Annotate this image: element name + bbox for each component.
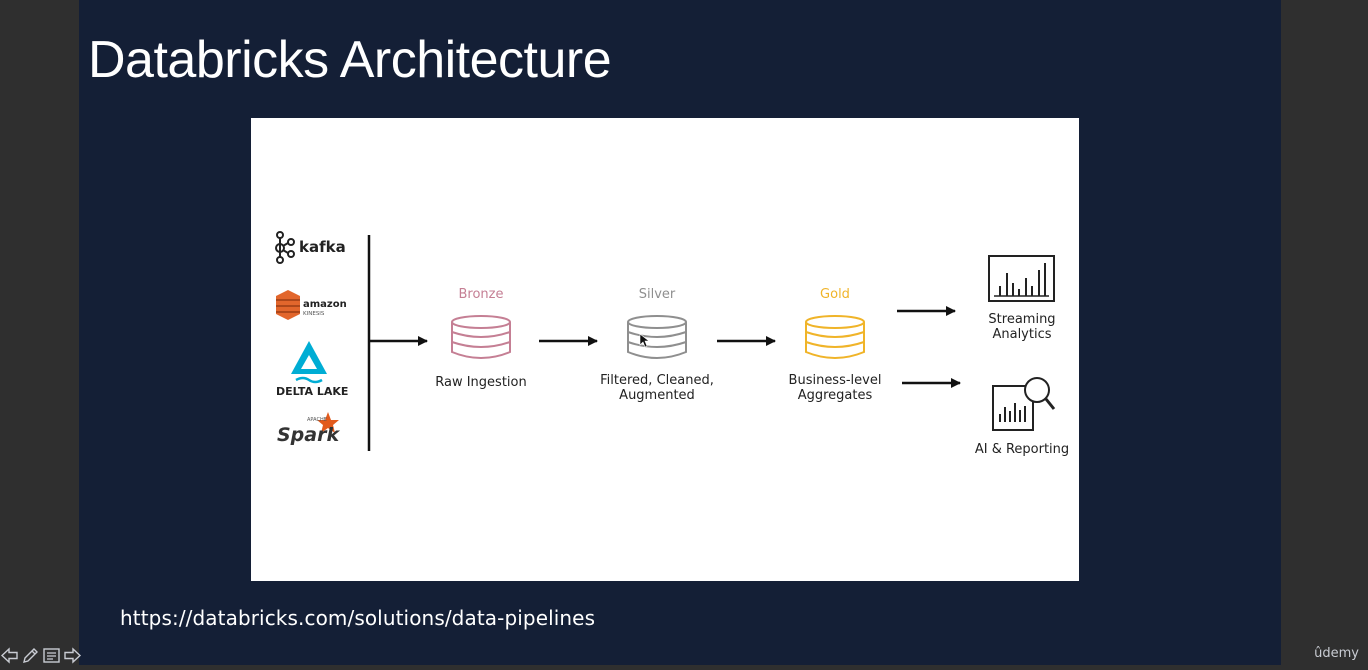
next-slide-icon[interactable] [63, 646, 82, 665]
gold-tier-label: Gold [820, 287, 850, 302]
kafka-label: kafka [299, 238, 346, 256]
output-streaming-analytics: Streaming Analytics [988, 255, 1056, 342]
stage-gold: Gold Business-level Aggregates [789, 287, 882, 403]
output-ai-reporting: AI & Reporting [975, 377, 1069, 457]
bar-chart-icon [988, 255, 1055, 302]
slide: Databricks Architecture kafka [79, 0, 1281, 665]
streaming-analytics-label-line-1: Streaming [988, 312, 1055, 327]
streaming-analytics-label-line-2: Analytics [992, 327, 1051, 342]
kinesis-label: KINESIS [303, 311, 325, 317]
udemy-watermark: ûdemy [1314, 646, 1359, 661]
bronze-tier-label: Bronze [459, 287, 504, 302]
gold-caption-line-1: Business-level [789, 373, 882, 388]
ai-reporting-label: AI & Reporting [975, 442, 1069, 457]
stage-silver: Silver Filtered, Cleaned, Augmented [600, 287, 714, 403]
slide-menu-icon[interactable] [42, 646, 61, 665]
silver-caption-line-1: Filtered, Cleaned, [600, 373, 714, 388]
previous-slide-icon[interactable] [0, 646, 19, 665]
kafka-logo: kafka [275, 231, 346, 264]
spark-label: Spark [277, 424, 340, 446]
slide-nav-controls [0, 646, 82, 665]
source-url-link[interactable]: https://databricks.com/solutions/data-pi… [120, 606, 596, 630]
slide-title: Databricks Architecture [88, 31, 612, 89]
diagram-canvas: kafka amazon KINESIS DELTA LAKE APACHE S [275, 231, 1069, 457]
apache-label: APACHE [307, 417, 327, 423]
amazon-label: amazon [303, 299, 347, 310]
chart-magnifier-icon [992, 377, 1056, 431]
mouse-cursor-icon [639, 333, 650, 348]
silver-caption-line-2: Augmented [619, 388, 695, 403]
apache-spark-logo: APACHE Spark [277, 412, 340, 446]
bronze-caption: Raw Ingestion [435, 375, 526, 390]
architecture-diagram: kafka amazon KINESIS DELTA LAKE APACHE S [251, 118, 1079, 581]
silver-database-icon [627, 315, 687, 359]
silver-tier-label: Silver [639, 287, 676, 302]
amazon-kinesis-logo: amazon KINESIS [276, 290, 347, 320]
stage-bronze: Bronze Raw Ingestion [435, 287, 526, 390]
delta-lake-label: DELTA LAKE [276, 385, 348, 398]
gold-database-icon [805, 315, 865, 359]
gold-caption-line-2: Aggregates [798, 388, 873, 403]
bronze-database-icon [451, 315, 511, 359]
pen-icon[interactable] [21, 646, 40, 665]
delta-lake-logo: DELTA LAKE [276, 341, 348, 398]
